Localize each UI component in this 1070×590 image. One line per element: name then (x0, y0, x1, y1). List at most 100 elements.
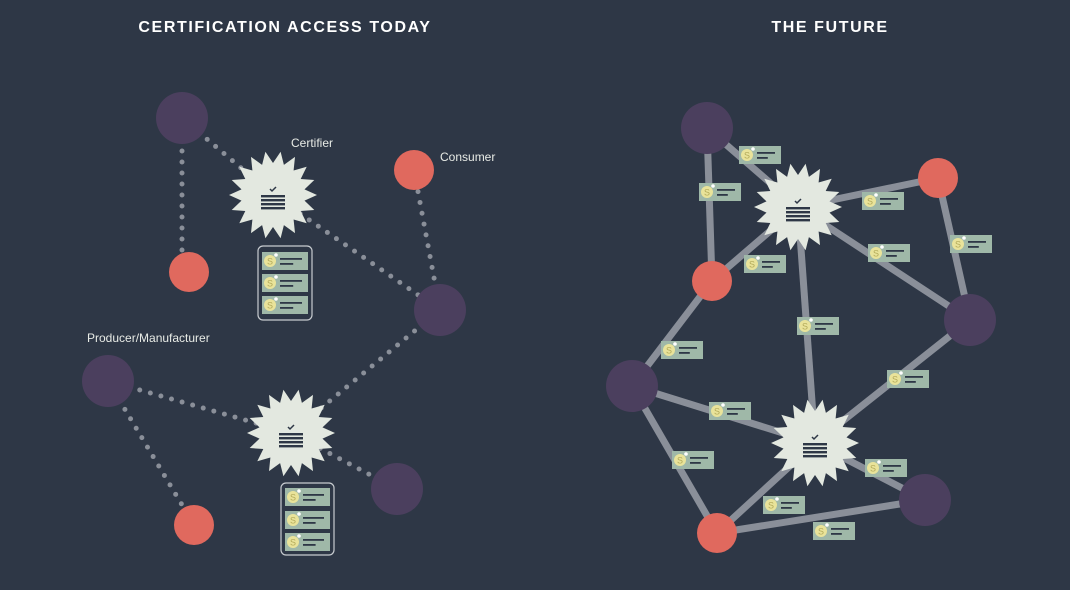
card-line (280, 285, 294, 287)
card-line (886, 250, 904, 252)
card-line (883, 470, 894, 472)
coin-symbol: S (666, 346, 672, 356)
card-line (757, 152, 775, 154)
card-dot (809, 318, 813, 322)
certificate-stack: SSS (257, 245, 313, 321)
coin-icon (867, 462, 879, 474)
certificate-card: S (285, 511, 330, 529)
certificate-card: S (262, 296, 308, 314)
card-line (690, 457, 708, 459)
coin-icon (287, 491, 299, 503)
coin-icon (264, 277, 276, 289)
card-line (690, 462, 701, 464)
certificate-card: S (661, 341, 703, 359)
card-dot (274, 275, 278, 279)
card-line (886, 255, 897, 257)
certificate-card: S (699, 183, 741, 201)
card-line (717, 194, 728, 196)
coin-icon (674, 454, 686, 466)
coin-icon (870, 247, 882, 259)
card-dot (297, 489, 301, 493)
document-line-icon (279, 441, 303, 444)
nodes-layer (82, 92, 996, 553)
right-title: THE FUTURE (771, 19, 889, 36)
dotted-link (288, 307, 443, 436)
coin-icon (765, 499, 777, 511)
coin-symbol: S (955, 240, 961, 250)
card-line (303, 499, 316, 501)
certificate-card: S (865, 459, 907, 477)
producer-node (606, 360, 658, 412)
coin-symbol: S (290, 538, 296, 548)
checkmark-icon (811, 434, 819, 441)
producer-node (414, 284, 466, 336)
certificate-card: S (709, 402, 751, 420)
coin-icon (287, 514, 299, 526)
card-line (280, 280, 302, 282)
card-dot (721, 403, 725, 407)
coin-icon (889, 373, 901, 385)
card-line (280, 302, 302, 304)
coin-symbol: S (290, 516, 296, 526)
producer-node (371, 463, 423, 515)
coin-symbol: S (892, 375, 898, 385)
certificate-card: S (868, 244, 910, 262)
card-dot (874, 193, 878, 197)
coin-icon (746, 258, 758, 270)
certifier-seal (229, 151, 317, 239)
card-dot (274, 297, 278, 301)
producer-node (944, 294, 996, 346)
coin-symbol: S (267, 301, 273, 311)
coin-symbol: S (768, 501, 774, 511)
consumer-node (394, 150, 434, 190)
certificate-card: S (285, 533, 330, 551)
document-line-icon (786, 219, 810, 222)
certificate-card: S (739, 146, 781, 164)
stack-frame (280, 482, 335, 556)
producer-node (681, 102, 733, 154)
card-dot (825, 523, 829, 527)
card-line (303, 522, 316, 524)
card-dot (962, 236, 966, 240)
producer-node (156, 92, 208, 144)
card-line (880, 203, 891, 205)
coin-symbol: S (873, 249, 879, 259)
card-dot (756, 256, 760, 260)
card-line (717, 189, 735, 191)
card-dot (297, 534, 301, 538)
card-line (781, 502, 799, 504)
card-line (831, 528, 849, 530)
producer-node (899, 474, 951, 526)
coin-icon (815, 525, 827, 537)
card-line (679, 347, 697, 349)
certificate-card: S (672, 451, 714, 469)
card-dot (775, 497, 779, 501)
coin-icon (701, 186, 713, 198)
coin-symbol: S (714, 407, 720, 417)
consumer-node (174, 505, 214, 545)
coin-icon (741, 149, 753, 161)
consumer-node (697, 513, 737, 553)
coin-symbol: S (867, 197, 873, 207)
coin-symbol: S (290, 493, 296, 503)
producer-node (82, 355, 134, 407)
card-line (303, 494, 324, 496)
document-line-icon (786, 211, 810, 214)
document-line-icon (803, 451, 827, 454)
consumer-node (918, 158, 958, 198)
card-line (679, 352, 690, 354)
document-line-icon (279, 437, 303, 440)
coin-icon (711, 405, 723, 417)
card-line (815, 323, 833, 325)
card-dot (899, 371, 903, 375)
left-title: CERTIFICATION ACCESS TODAY (138, 19, 432, 36)
card-line (831, 533, 842, 535)
card-line (727, 408, 745, 410)
card-line (880, 198, 898, 200)
card-dot (274, 253, 278, 257)
certifier-seal (754, 163, 842, 251)
certificate-card: S (950, 235, 992, 253)
